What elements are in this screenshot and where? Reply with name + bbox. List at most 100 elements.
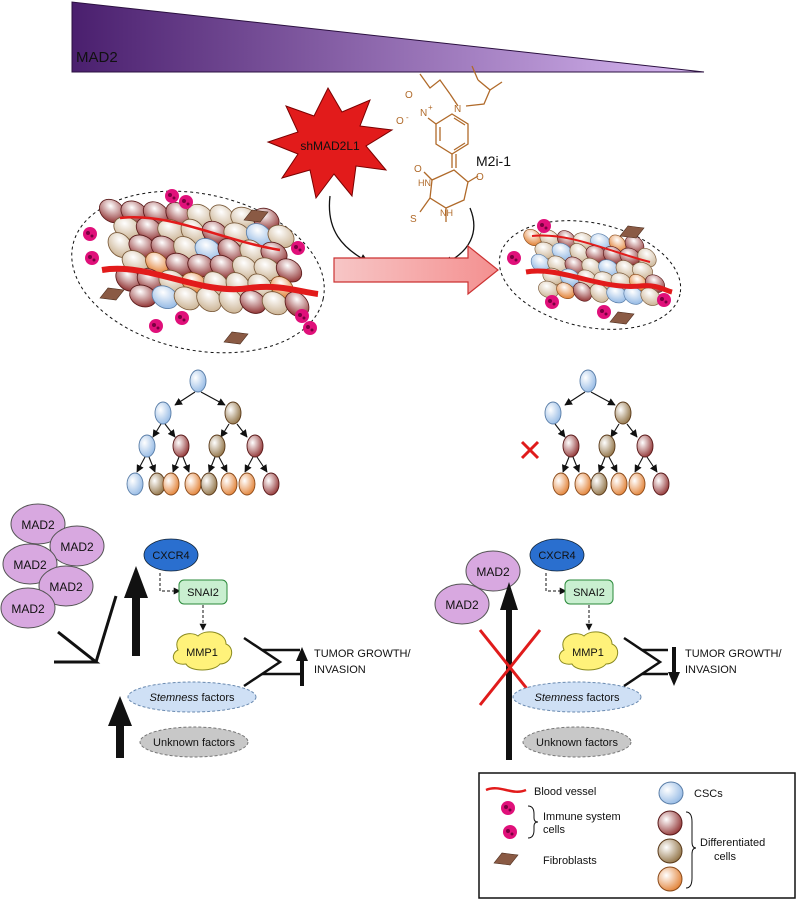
- lineage-arrow: [236, 423, 248, 438]
- stem-cell: [544, 401, 562, 425]
- legend-diff-orange-swatch: [657, 866, 683, 892]
- progenitor-red: [246, 434, 264, 458]
- shmad2l1-label: shMAD2L1: [300, 139, 360, 153]
- blocked-up-arrow: [478, 582, 542, 760]
- lineage-arrow: [572, 456, 581, 473]
- mad2-gradient-bar: MAD2: [71, 1, 705, 73]
- legend-immune-swatch: [501, 801, 515, 815]
- differentiated-cell: [126, 472, 144, 496]
- m2i-1-label: M2i-1: [476, 153, 511, 169]
- lineage-arrow: [148, 456, 157, 473]
- lineage-arrow: [590, 391, 616, 406]
- atom-amine-n: N: [454, 104, 461, 115]
- lineage-arrow: [608, 456, 618, 473]
- mad2-bubble: MAD2: [445, 598, 479, 612]
- legend-diff-line2: cells: [714, 851, 737, 863]
- lineage-arrow: [220, 423, 230, 438]
- cxcr4-label: CXCR4: [152, 550, 189, 562]
- lineage-tree-left: [126, 369, 280, 496]
- cxcr4-node: [529, 538, 585, 572]
- lineage-arrow: [634, 456, 644, 473]
- stemness-italic: Stemness: [150, 692, 199, 704]
- lineage-arrow: [174, 391, 196, 406]
- differentiated-cell: [238, 472, 256, 496]
- differentiated-cell: [652, 472, 670, 496]
- m2i-1-structure: [419, 65, 503, 222]
- stem-cell-root: [189, 369, 207, 393]
- progenitor-red: [562, 434, 580, 458]
- atom-nh-bottom: NH: [440, 208, 453, 218]
- legend-immune-brace: [527, 805, 539, 839]
- lineage-arrow: [164, 423, 176, 438]
- right-pathway: MAD2 MAD2 CXCR4 SNAI2 MMP1 Stemness fact…: [434, 538, 782, 760]
- convergence-bracket: [623, 636, 663, 688]
- differentiated-cell: [574, 472, 592, 496]
- legend-blood-vessel: Blood vessel: [534, 786, 596, 798]
- mad2-branch-connector: [54, 630, 101, 664]
- lineage-arrow: [152, 423, 162, 438]
- atom-nitro-n: N: [420, 108, 427, 119]
- legend-fibroblasts: Fibroblasts: [543, 855, 597, 867]
- atom-nitro-minus: -: [406, 113, 409, 122]
- lineage-arrow: [554, 423, 566, 438]
- differentiated-cell: [200, 472, 218, 496]
- outcome-label-line1: TUMOR GROWTH/: [314, 648, 411, 660]
- lineage-arrow: [171, 456, 180, 473]
- blocked-differentiation-x: [520, 440, 540, 460]
- mad2-bubble: MAD2: [476, 565, 510, 579]
- lineage-arrow: [207, 456, 216, 473]
- stemness-factors-node: [512, 681, 642, 713]
- legend-diff-red-swatch: [657, 810, 683, 836]
- mad2-bubble: MAD2: [11, 602, 45, 616]
- differentiated-cell: [552, 472, 570, 496]
- snai2-label: SNAI2: [187, 587, 219, 599]
- shmad2l1-starburst: shMAD2L1: [266, 86, 394, 200]
- snai2-node: [564, 579, 614, 605]
- cxcr4-to-snai2-arrow: [159, 573, 181, 595]
- atom-nitro-o1: O: [405, 90, 413, 101]
- mmp1-node: [172, 631, 233, 671]
- unknown-factors-label: Unknown factors: [153, 737, 235, 749]
- lineage-arrow: [564, 391, 586, 406]
- stemness-rest: factors: [198, 692, 235, 704]
- outcome-up-arrow: [296, 647, 308, 686]
- legend-diff-brace: [685, 811, 697, 889]
- differentiated-cell: [610, 472, 628, 496]
- mmp1-label: MMP1: [186, 647, 218, 659]
- tumor-large: [71, 189, 325, 354]
- stem-cell-root: [579, 369, 597, 393]
- progenitor-red: [636, 434, 654, 458]
- progenitor-brown: [614, 401, 632, 425]
- mad2-bubble: MAD2: [49, 580, 83, 594]
- unknown-factors-node: [139, 726, 249, 758]
- differentiated-cell: [220, 472, 238, 496]
- stemness-label: Stemness factors: [535, 692, 620, 704]
- unknown-factors-label: Unknown factors: [536, 737, 618, 749]
- cxcr4-label: CXCR4: [538, 550, 575, 562]
- snai2-label: SNAI2: [573, 587, 605, 599]
- mad2-bubble: MAD2: [60, 540, 94, 554]
- lineage-arrow: [200, 391, 226, 406]
- convergence-bracket: [243, 636, 283, 688]
- unknown-factors-node: [522, 726, 632, 758]
- stemness-rest: factors: [583, 692, 620, 704]
- atom-nitro-o2: O: [396, 116, 404, 127]
- cxcr4-node: [143, 538, 199, 572]
- progenitor-brown: [208, 434, 226, 458]
- mad2-bar-label: MAD2: [76, 49, 118, 66]
- outcome-down-arrow: [668, 647, 680, 686]
- lineage-arrow: [256, 456, 268, 473]
- mad2-cluster-left: MAD2 MAD2 MAD2 MAD2 MAD2: [0, 503, 105, 629]
- lineage-arrow: [646, 456, 658, 473]
- m2i-1-atom-labels: N N O O + - O O HN NH S: [396, 90, 484, 225]
- legend-frame: [478, 772, 796, 899]
- differentiated-cell: [590, 472, 608, 496]
- atom-sulfur: S: [410, 214, 417, 225]
- stemness-label: Stemness factors: [150, 692, 235, 704]
- snai2-node: [178, 579, 228, 605]
- stem-cell: [154, 401, 172, 425]
- lineage-arrow: [182, 456, 191, 473]
- lineage-arrow: [136, 456, 146, 473]
- cxcr4-to-snai2-arrow: [545, 573, 567, 595]
